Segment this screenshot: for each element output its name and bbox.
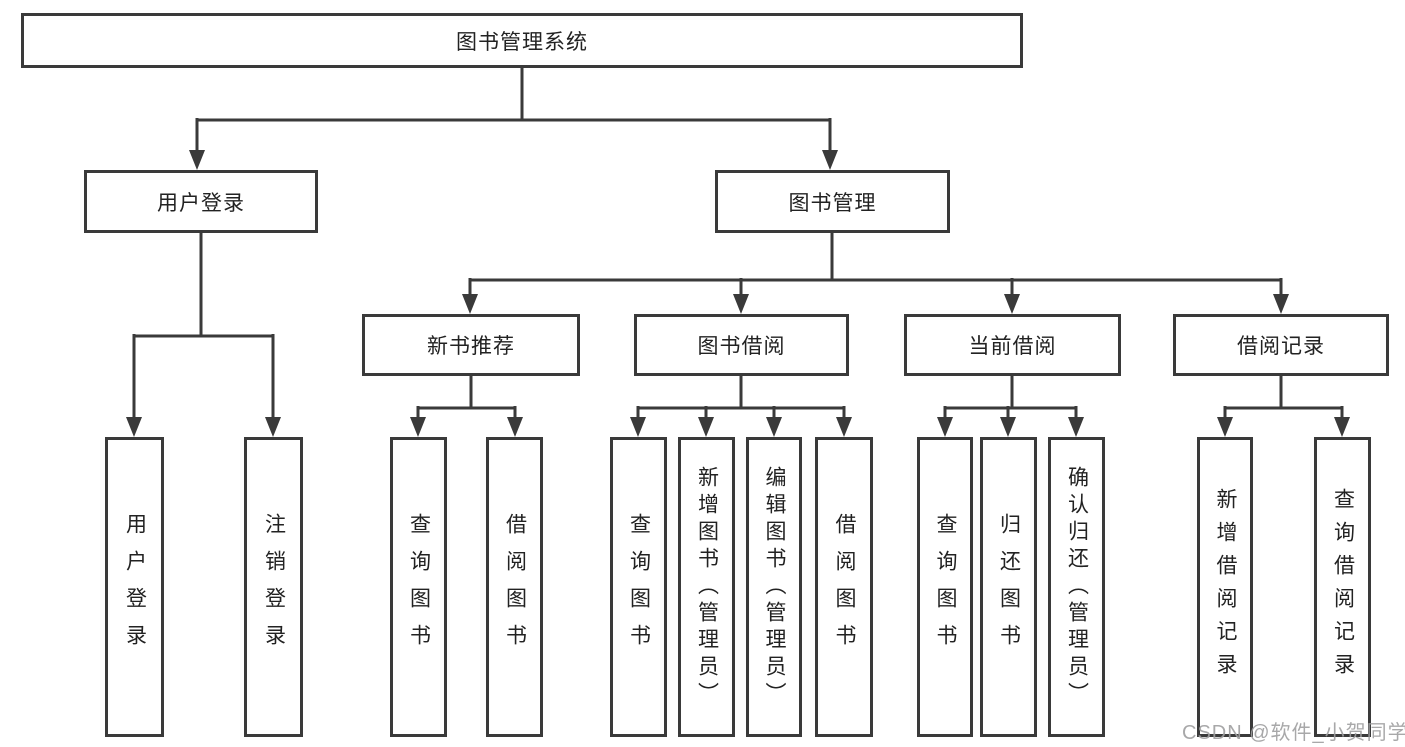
node-book-borrow: 图书借阅 <box>634 314 849 376</box>
node-borrow-records: 借阅记录 <box>1173 314 1389 376</box>
node-user-login: 用户登录 <box>84 170 318 233</box>
arrow-icon <box>462 294 478 314</box>
arrow-icon <box>937 417 953 437</box>
leaf-label: 查询图书 <box>627 513 651 661</box>
arrow-icon <box>1004 294 1020 314</box>
leaf-add-books-admin: 新增图书（管理员） <box>678 437 735 737</box>
connector-current-borrow-children <box>943 375 1078 419</box>
leaf-label: 新增图书（管理员） <box>695 465 719 709</box>
arrow-icon <box>766 417 782 437</box>
arrow-icon <box>410 417 426 437</box>
arrow-icon <box>836 417 852 437</box>
leaf-label: 注销登录 <box>262 513 286 661</box>
leaf-label: 确认归还（管理员） <box>1065 465 1089 709</box>
arrow-icon <box>1068 417 1084 437</box>
node-label: 借阅记录 <box>1237 335 1325 358</box>
leaf-label: 编辑图书（管理员） <box>763 465 786 709</box>
connector-book-borrow-children <box>636 375 846 419</box>
node-current-borrow: 当前借阅 <box>904 314 1121 376</box>
node-label: 图书管理 <box>788 191 877 215</box>
node-new-book-recommend: 新书推荐 <box>362 314 580 376</box>
arrow-icon <box>698 417 714 437</box>
arrow-icon <box>1000 417 1016 437</box>
node-label: 新书推荐 <box>427 335 515 358</box>
leaf-label: 查询图书 <box>407 513 431 661</box>
arrow-icon <box>126 417 142 437</box>
leaf-query-books: 查询图书 <box>917 437 973 737</box>
leaf-label: 用户登录 <box>123 513 147 661</box>
leaf-edit-books-admin: 编辑图书（管理员） <box>746 437 802 737</box>
node-label: 图书借阅 <box>697 335 786 358</box>
node-label: 图书管理系统 <box>456 30 588 54</box>
leaf-query-books: 查询图书 <box>390 437 447 737</box>
arrow-icon <box>822 150 838 170</box>
arrow-icon <box>265 417 281 437</box>
arrow-icon <box>733 294 749 314</box>
arrow-icon <box>507 417 523 437</box>
leaf-query-books: 查询图书 <box>610 437 667 737</box>
leaf-add-borrow-record: 新增借阅记录 <box>1197 437 1253 737</box>
arrow-icon <box>189 150 205 170</box>
arrow-icon <box>1217 417 1233 437</box>
connector-new-book-children <box>416 375 517 419</box>
arrowheads <box>126 150 1350 437</box>
node-library-system: 图书管理系统 <box>21 13 1023 68</box>
connector-records-children <box>1223 375 1344 419</box>
leaf-confirm-return-admin: 确认归还（管理员） <box>1048 437 1105 737</box>
arrow-icon <box>630 417 646 437</box>
leaf-borrow-books: 借阅图书 <box>815 437 873 737</box>
leaf-label: 归还图书 <box>997 513 1021 661</box>
node-label: 用户登录 <box>157 191 245 215</box>
arrow-icon <box>1334 417 1350 437</box>
csdn-watermark: CSDN @软件_小贺同学 <box>1182 722 1405 744</box>
connector-root-to-level2 <box>195 67 832 152</box>
connector-book-mgmt-children <box>468 232 1283 296</box>
leaf-label: 借阅图书 <box>833 513 856 661</box>
leaf-logout: 注销登录 <box>244 437 303 737</box>
leaf-user-login: 用户登录 <box>105 437 164 737</box>
leaf-label: 借阅图书 <box>503 513 527 661</box>
arrow-icon <box>1273 294 1289 314</box>
leaf-label: 新增借阅记录 <box>1214 488 1237 686</box>
node-label: 当前借阅 <box>968 335 1057 358</box>
leaf-label: 查询借阅记录 <box>1331 488 1355 686</box>
leaf-query-borrow-record: 查询借阅记录 <box>1314 437 1371 737</box>
leaf-return-books: 归还图书 <box>980 437 1037 737</box>
connector-user-login-children <box>132 232 275 419</box>
node-book-management: 图书管理 <box>715 170 950 233</box>
leaf-label: 查询图书 <box>934 513 957 661</box>
leaf-borrow-books: 借阅图书 <box>486 437 543 737</box>
